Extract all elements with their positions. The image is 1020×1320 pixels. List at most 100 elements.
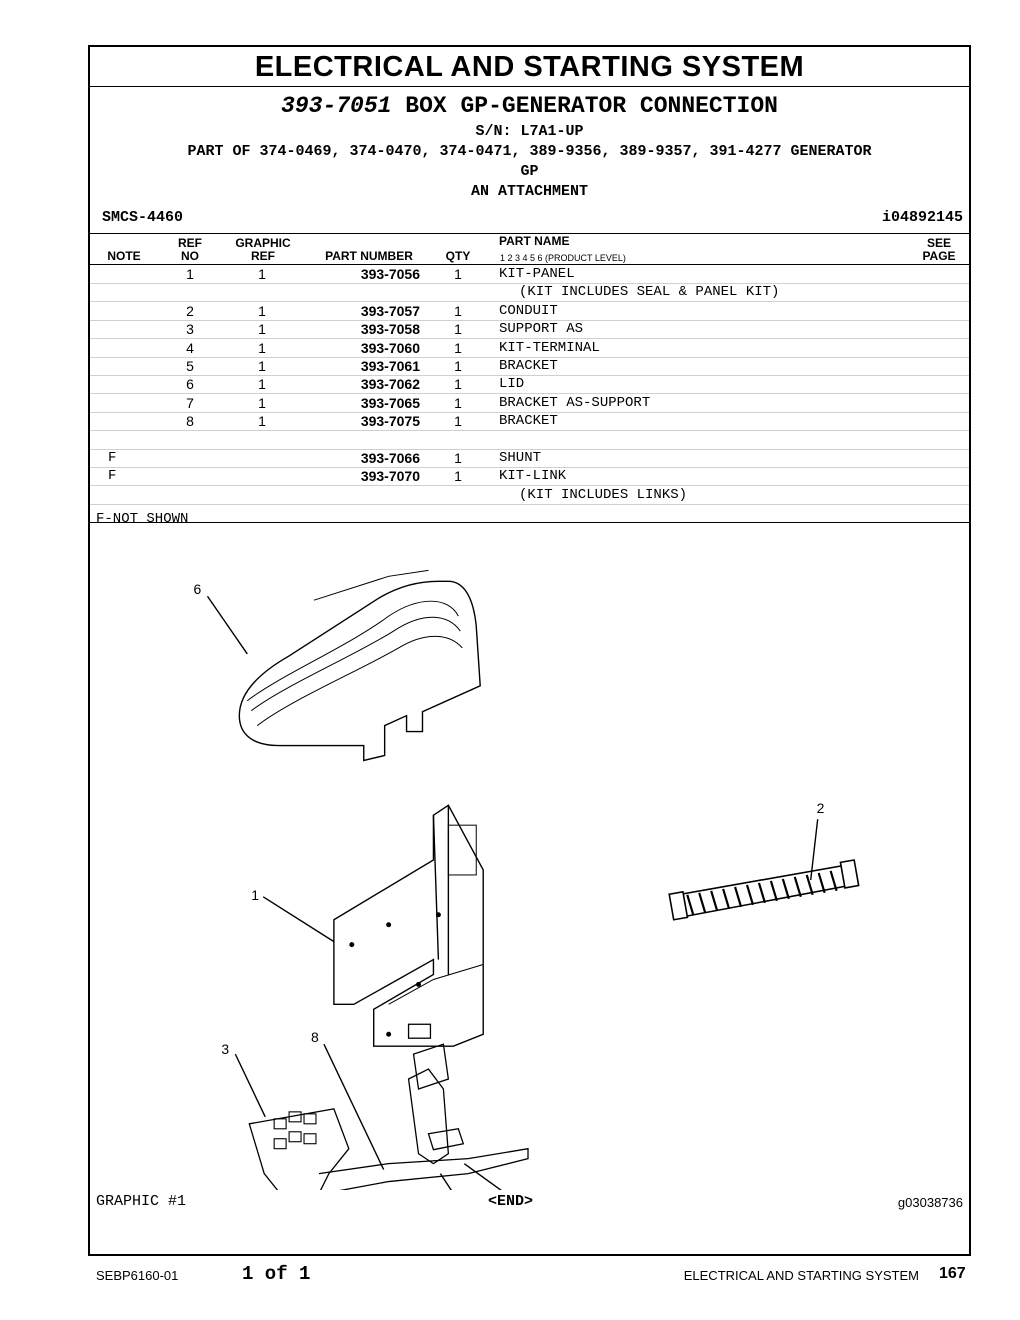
row-note: F: [108, 468, 117, 485]
row-ref-no: 2: [186, 302, 194, 319]
row-ref-no: 5: [186, 358, 194, 374]
row-part-name: CONDUIT: [499, 302, 558, 319]
row-part-name: BRACKET: [499, 413, 558, 430]
col-qty: QTY: [445, 249, 471, 263]
serial-number: S/N: L7A1-UP: [475, 123, 584, 140]
row-qty: 1: [454, 321, 462, 338]
document-number: SEBP6160-01: [96, 1268, 179, 1283]
row-ref-no: 1: [186, 266, 194, 282]
conduit-part-illustration: [668, 859, 860, 921]
row-qty: 1: [454, 450, 462, 466]
col-ref-bottom: NO: [181, 249, 199, 263]
callout-6-leader: [206, 595, 248, 655]
table-row: (KIT INCLUDES SEAL & PANEL KIT): [90, 283, 969, 303]
callout-5-leader: [439, 1173, 452, 1190]
parts-page-frame: ELECTRICAL AND STARTING SYSTEM 393-7051 …: [88, 45, 971, 1256]
col-part-number: PART NUMBER: [325, 249, 413, 263]
col-see-bottom: PAGE: [922, 249, 956, 263]
row-part-number[interactable]: 393-7075: [360, 413, 420, 430]
row-part-name: SUPPORT AS: [499, 321, 584, 338]
row-graphic-ref: 1: [258, 376, 266, 393]
row-qty: 1: [454, 413, 462, 430]
row-qty: 1: [454, 302, 462, 319]
table-row: (KIT INCLUDES LINKS): [90, 486, 969, 505]
row-ref-no: 6: [186, 376, 194, 393]
part-of-list: PART OF 374-0469, 374-0470, 374-0471, 38…: [187, 143, 872, 160]
row-part-name: KIT-TERMINAL: [499, 339, 600, 356]
group-name: BOX GP-GENERATOR CONNECTION: [405, 93, 778, 119]
col-ref-top: REF: [178, 236, 202, 250]
row-part-number[interactable]: 393-7058: [360, 321, 420, 338]
graphic-id: g03038736: [897, 1195, 963, 1210]
row-graphic-ref: 1: [258, 394, 266, 411]
row-part-number[interactable]: 393-7062: [360, 376, 420, 393]
row-graphic-ref: 1: [258, 358, 266, 374]
graphic-label: GRAPHIC #1: [96, 1193, 187, 1210]
row-note: F: [108, 450, 117, 466]
col-graphic-top: GRAPHIC: [235, 236, 291, 250]
row-part-name: KIT-LINK: [499, 468, 567, 485]
row-part-number[interactable]: 393-7061: [360, 358, 420, 374]
row-ref-no: 3: [186, 321, 194, 338]
row-qty: 1: [454, 339, 462, 356]
row-part-number[interactable]: 393-7065: [360, 394, 420, 411]
table-bottom-rule: [90, 522, 969, 523]
col-note: NOTE: [107, 249, 141, 263]
attachment-label: AN ATTACHMENT: [470, 183, 589, 200]
smcs-code: SMCS-4460: [102, 209, 184, 226]
part-of-continued: GP: [520, 163, 539, 180]
group-heading: 393-7051 BOX GP-GENERATOR CONNECTION: [90, 93, 969, 119]
row-graphic-ref: 1: [258, 266, 266, 282]
end-marker: <END>: [488, 1193, 534, 1210]
row-part-name: KIT-PANEL: [499, 266, 575, 282]
callout-6: 6: [194, 581, 202, 597]
row-part-name: (KIT INCLUDES SEAL & PANEL KIT): [519, 284, 780, 301]
row-ref-no: 4: [186, 339, 194, 356]
table-row[interactable]: 1 1 393-7056 1 KIT-PANEL: [90, 265, 969, 284]
table-row: [90, 431, 969, 450]
row-qty: 1: [454, 266, 462, 282]
col-part-name: PART NAME: [499, 234, 570, 248]
row-graphic-ref: 1: [258, 321, 266, 338]
info-id: i04892145: [881, 209, 963, 226]
row-graphic-ref: 1: [258, 302, 266, 319]
table-row[interactable]: F 393-7070 1 KIT-LINK: [90, 467, 969, 487]
table-row[interactable]: 3 1 393-7058 1 SUPPORT AS: [90, 320, 969, 340]
row-part-name: (KIT INCLUDES LINKS): [519, 486, 688, 503]
col-see-top: SEE: [926, 236, 951, 250]
footnote: F-NOT SHOWN: [96, 511, 189, 527]
callout-4-leader: [463, 1163, 502, 1190]
callout-3-leader: [234, 1053, 266, 1118]
row-part-number[interactable]: 393-7066: [360, 450, 420, 466]
row-part-name: BRACKET: [499, 358, 558, 374]
row-part-number[interactable]: 393-7056: [360, 266, 420, 282]
row-graphic-ref: 1: [258, 413, 266, 430]
row-part-name: BRACKET AS-SUPPORT: [499, 394, 651, 411]
footer-section: ELECTRICAL AND STARTING SYSTEM: [683, 1268, 919, 1283]
callout-1-leader: [262, 896, 335, 943]
table-header-rule: [90, 264, 969, 265]
row-ref-no: 7: [186, 394, 194, 411]
row-part-number[interactable]: 393-7070: [360, 468, 420, 485]
table-row[interactable]: 4 1 393-7060 1 KIT-TERMINAL: [90, 339, 969, 358]
group-part-number[interactable]: 393-7051: [281, 93, 392, 119]
callout-3: 3: [221, 1041, 229, 1057]
row-part-number[interactable]: 393-7057: [360, 302, 420, 319]
row-graphic-ref: 1: [258, 339, 266, 356]
row-qty: 1: [454, 376, 462, 393]
callout-1: 1: [251, 887, 259, 903]
callout-2-leader: [810, 819, 819, 881]
table-row[interactable]: 2 1 393-7057 1 CONDUIT: [90, 302, 969, 321]
section-title: ELECTRICAL AND STARTING SYSTEM: [90, 47, 969, 87]
exploded-view-graphic: 6 2 1: [194, 569, 860, 1190]
support-assembly-illustration: [248, 1023, 529, 1190]
col-graphic-bottom: REF: [251, 249, 275, 263]
row-qty: 1: [454, 468, 462, 485]
row-part-number[interactable]: 393-7060: [360, 339, 420, 356]
table-top-rule: [90, 233, 969, 234]
